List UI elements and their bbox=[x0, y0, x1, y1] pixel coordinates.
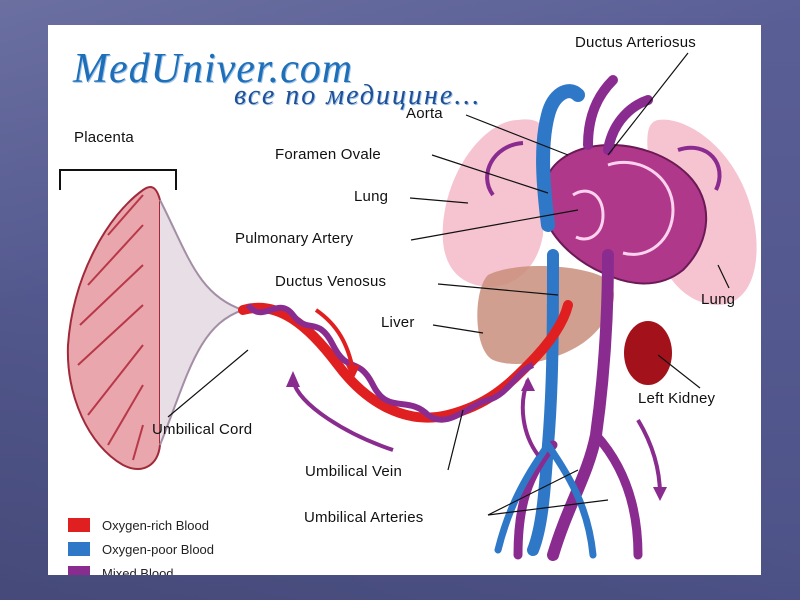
left-lung-shape bbox=[443, 119, 548, 287]
watermark-subtitle: все по медицине... bbox=[234, 80, 481, 112]
label-umbilical-vein: Umbilical Vein bbox=[305, 463, 402, 480]
legend-label: Oxygen-poor Blood bbox=[102, 542, 214, 557]
placenta-stalk bbox=[160, 200, 243, 445]
flow-arrow-leg bbox=[638, 420, 660, 495]
flow-arrow-artery-head bbox=[521, 377, 535, 391]
label-placenta: Placenta bbox=[74, 129, 134, 146]
legend-label: Mixed Blood bbox=[102, 566, 174, 576]
label-lung-right: Lung bbox=[701, 291, 735, 308]
label-pulmonary-artery: Pulmonary Artery bbox=[235, 230, 353, 247]
flow-arrow-return-head bbox=[286, 371, 300, 387]
swatch-oxygen-rich bbox=[68, 518, 90, 532]
label-aorta: Aorta bbox=[406, 105, 443, 122]
label-ductus-venosus: Ductus Venosus bbox=[275, 273, 386, 290]
legend-item-oxygen-poor: Oxygen-poor Blood bbox=[68, 537, 214, 561]
flow-arrow-leg-head bbox=[653, 487, 667, 501]
legend: Oxygen-rich Blood Oxygen-poor Blood Mixe… bbox=[68, 513, 214, 575]
swatch-oxygen-poor bbox=[68, 542, 90, 556]
placenta-bracket bbox=[60, 170, 176, 190]
label-ductus-arteriosus: Ductus Arteriosus bbox=[575, 34, 696, 51]
flow-arrow-artery bbox=[523, 380, 538, 455]
legend-item-oxygen-rich: Oxygen-rich Blood bbox=[68, 513, 214, 537]
label-lung-left: Lung bbox=[354, 188, 388, 205]
label-umbilical-arteries: Umbilical Arteries bbox=[304, 509, 423, 526]
label-foramen-ovale: Foramen Ovale bbox=[275, 146, 381, 163]
swatch-mixed bbox=[68, 566, 90, 575]
label-liver: Liver bbox=[381, 314, 415, 331]
diagram-panel: MedUniver.com все по медицине... Placent… bbox=[48, 25, 761, 575]
kidney-shape bbox=[624, 321, 672, 385]
label-left-kidney: Left Kidney bbox=[638, 390, 715, 407]
label-umbilical-cord: Umbilical Cord bbox=[152, 421, 252, 438]
legend-item-mixed: Mixed Blood bbox=[68, 561, 214, 575]
legend-label: Oxygen-rich Blood bbox=[102, 518, 209, 533]
